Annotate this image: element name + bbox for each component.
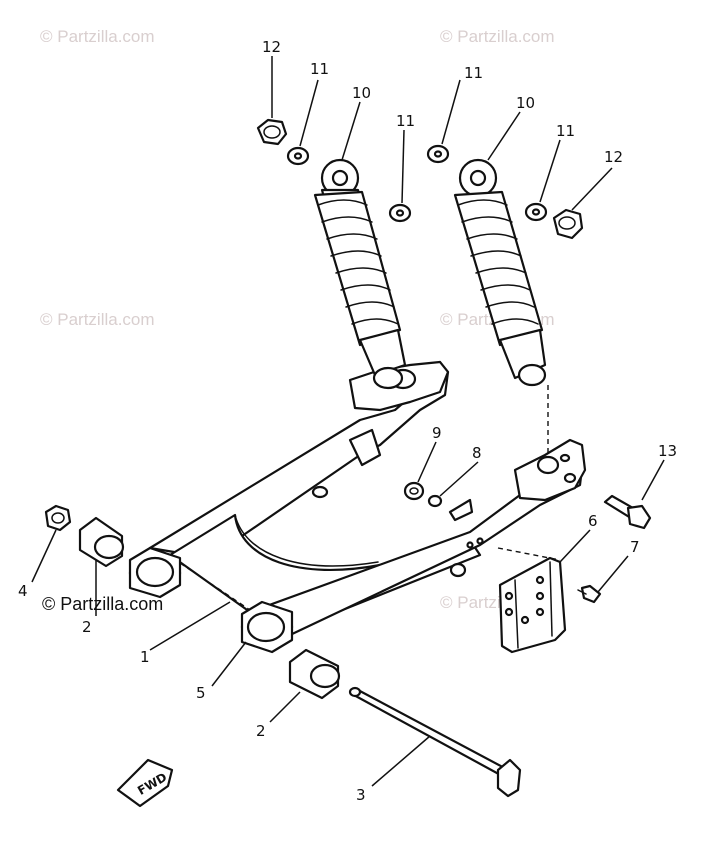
callout-bolt-axle: 13 xyxy=(658,442,677,460)
callout-cap-nut-right: 12 xyxy=(604,148,623,166)
fwd-arrow-icon: FWD xyxy=(116,758,174,808)
callout-bracket: 6 xyxy=(588,512,598,530)
callout-shock-right: 10 xyxy=(516,94,535,112)
bushing-lower xyxy=(288,648,341,700)
leader-lines xyxy=(31,56,665,787)
callout-pivot-shaft: 3 xyxy=(356,786,366,804)
callout-bushing-inner: 5 xyxy=(196,684,206,702)
callout-cap-nut-left: 12 xyxy=(262,38,281,56)
bolt-axle xyxy=(603,494,652,530)
watermarks: © Partzilla.com © Partzilla.com © Partzi… xyxy=(40,27,555,612)
callout-washer: 11 xyxy=(396,112,415,130)
callout-washer-small: 8 xyxy=(472,444,482,462)
callout-bolt-small: 7 xyxy=(630,538,640,556)
callout-bushing-left: 2 xyxy=(82,618,92,636)
callout-collar: 9 xyxy=(432,424,442,442)
chain-guide-bracket xyxy=(497,547,567,654)
callout-swingarm: 1 xyxy=(140,648,150,666)
cap-nut-left xyxy=(256,118,288,146)
callout-washer: 11 xyxy=(556,122,575,140)
bolt-small xyxy=(577,584,602,604)
callout-washer: 11 xyxy=(310,60,329,78)
washer-small xyxy=(427,494,443,508)
callout-washer: 11 xyxy=(464,64,483,82)
nut xyxy=(44,504,72,532)
watermark: © Partzilla.com xyxy=(40,310,155,329)
cap-nut-right xyxy=(552,208,584,240)
callouts: 12 11 10 11 11 10 11 12 9 8 13 6 7 4 2 1… xyxy=(18,38,677,804)
bushing-left xyxy=(78,516,125,568)
collar xyxy=(403,481,425,501)
copyright-text: © Partzilla.com xyxy=(42,594,163,614)
shock-absorber-right xyxy=(453,158,549,455)
callout-shock-left: 10 xyxy=(352,84,371,102)
callout-nut: 4 xyxy=(18,582,28,600)
watermark: © Partzilla.com xyxy=(440,27,555,46)
watermark: © Partzilla.com xyxy=(40,27,155,46)
pivot-shaft xyxy=(348,686,522,798)
washers xyxy=(286,144,548,223)
shock-absorber-left xyxy=(313,158,407,390)
callout-bushing-lower: 2 xyxy=(256,722,266,740)
